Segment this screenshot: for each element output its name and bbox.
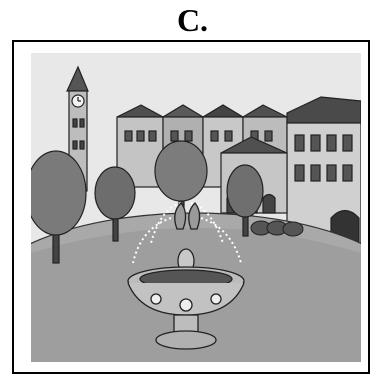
trees — [31, 140, 264, 264]
tree-right — [226, 164, 264, 237]
option-label: C. — [176, 2, 209, 38]
fish-sculpture — [174, 202, 187, 230]
town-square-illustration — [31, 53, 361, 362]
hedge — [250, 220, 304, 237]
fountain — [127, 202, 245, 350]
picture-frame — [12, 40, 370, 374]
tree-left — [31, 150, 87, 264]
tree-mid-left — [94, 166, 136, 242]
